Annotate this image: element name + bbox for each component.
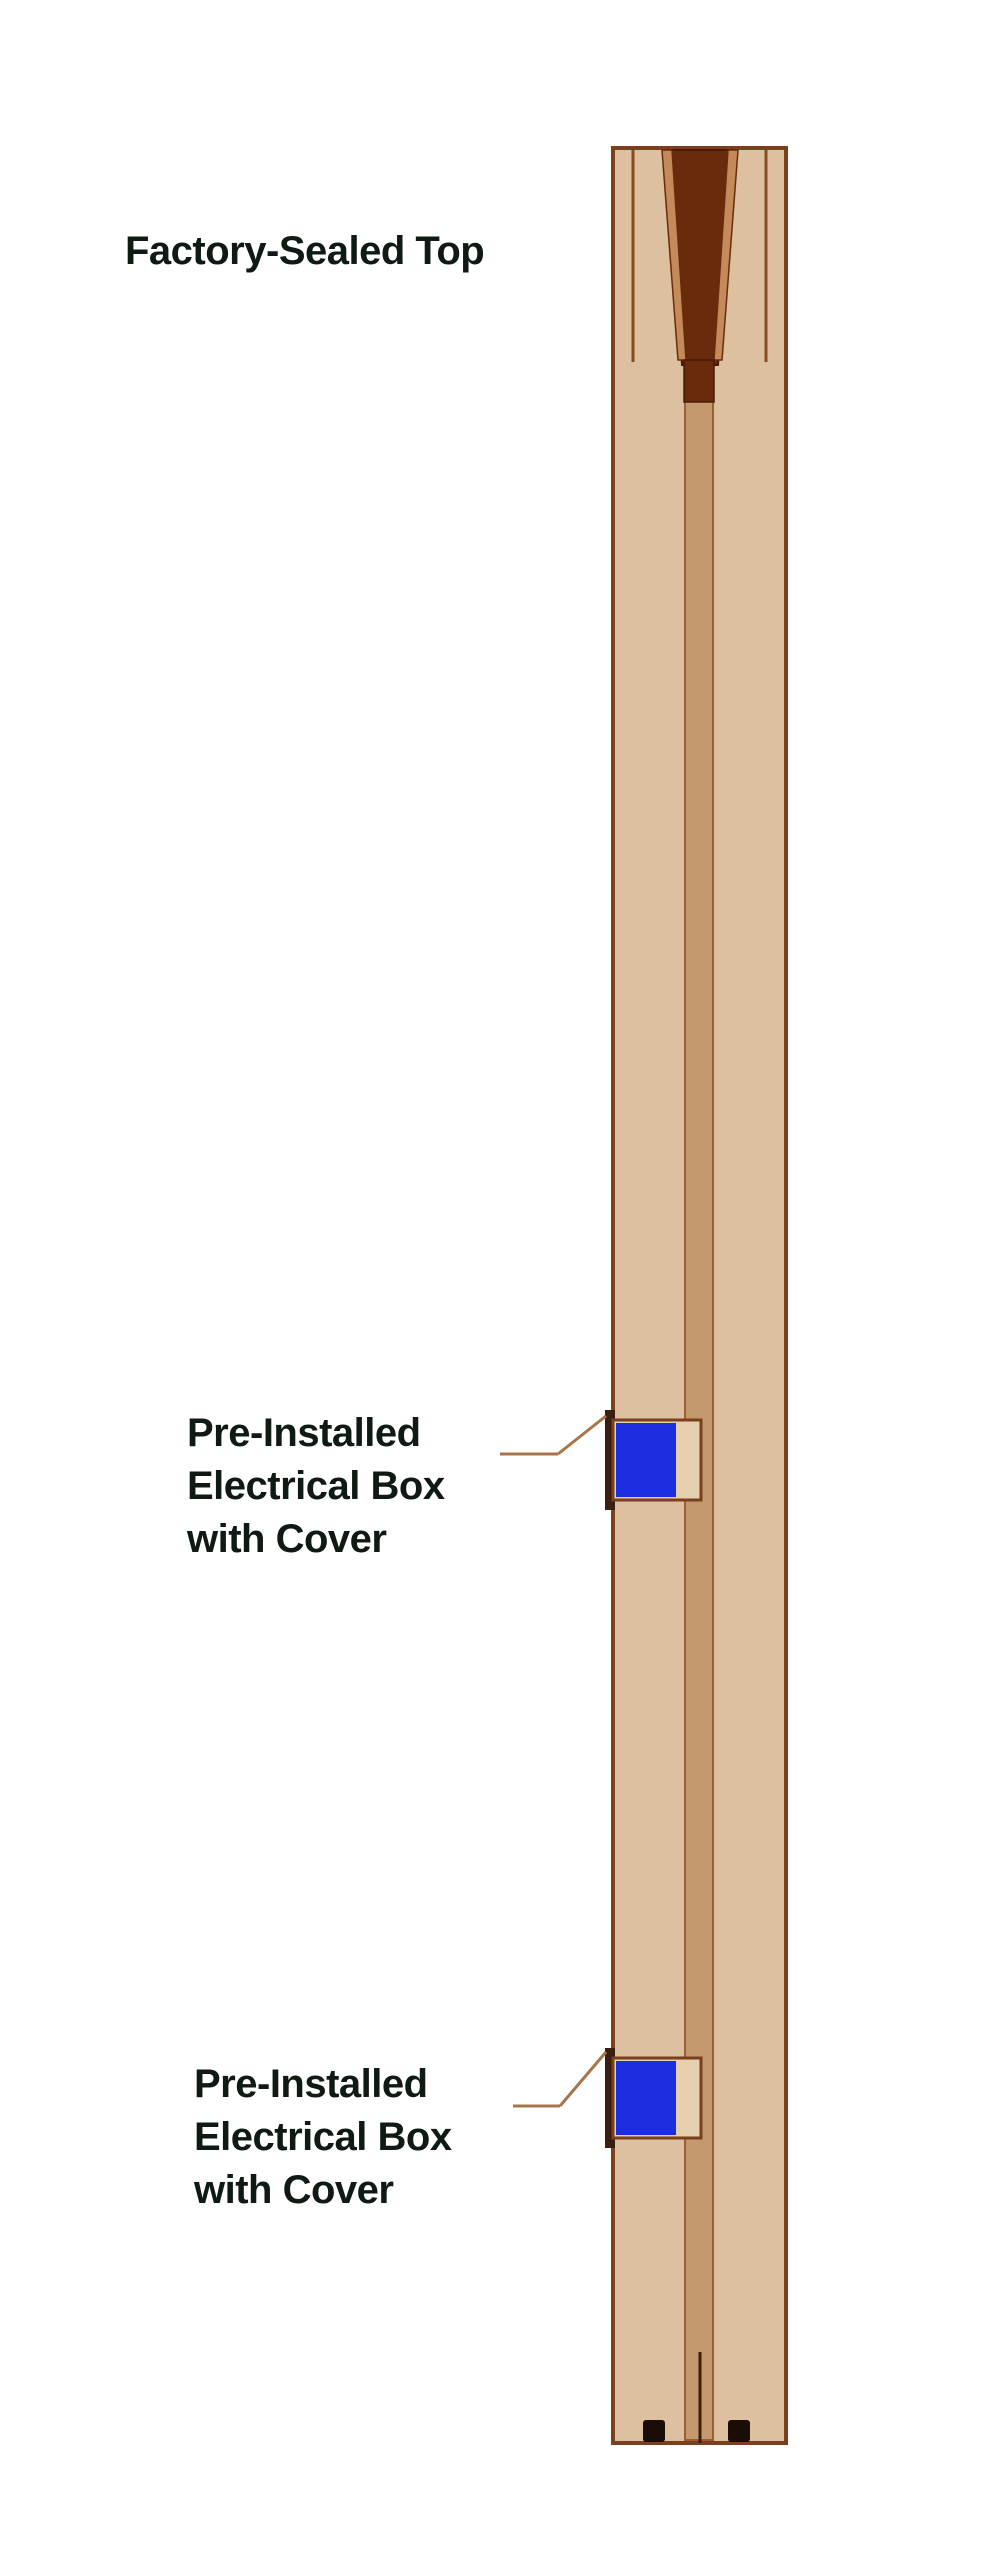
- pole-bottom-foot-right: [728, 2420, 750, 2442]
- electrical-box-upper-label-line2: Electrical Box: [187, 1464, 445, 1508]
- electrical-box-lower-label: Pre-Installed Electrical Box with Cover: [194, 2058, 452, 2217]
- electrical-box-lower-label-line1: Pre-Installed: [194, 2062, 428, 2106]
- electrical-box-lower-label-line2: Electrical Box: [194, 2115, 452, 2159]
- pole-bottom-foot-left: [643, 2420, 665, 2442]
- electrical-box-upper-blue: [616, 1423, 676, 1497]
- electrical-box-upper-leader-angle: [557, 1414, 607, 1456]
- electrical-box-upper-label-line1: Pre-Installed: [187, 1411, 421, 1455]
- electrical-box-upper-label-line3: with Cover: [187, 1517, 387, 1561]
- factory-sealed-top-label: Factory-Sealed Top: [125, 225, 485, 278]
- electrical-box-lower-label-line3: with Cover: [194, 2168, 394, 2212]
- electrical-box-upper: [500, 1410, 703, 1510]
- factory-sealed-top-label-line1: Factory-Sealed Top: [125, 229, 485, 273]
- sealed-top-flange-right: [713, 149, 739, 361]
- electrical-box-lower-blue: [616, 2061, 676, 2135]
- electrical-box-lower-cover-plate: [605, 2048, 615, 2148]
- electrical-box-upper-label: Pre-Installed Electrical Box with Cover: [187, 1407, 445, 1566]
- sealed-top-stem: [683, 359, 715, 403]
- electrical-box-lower: [513, 2048, 703, 2148]
- electrical-box-lower-leader-angle: [558, 2051, 608, 2107]
- electrical-box-upper-cover-plate: [605, 1410, 615, 1510]
